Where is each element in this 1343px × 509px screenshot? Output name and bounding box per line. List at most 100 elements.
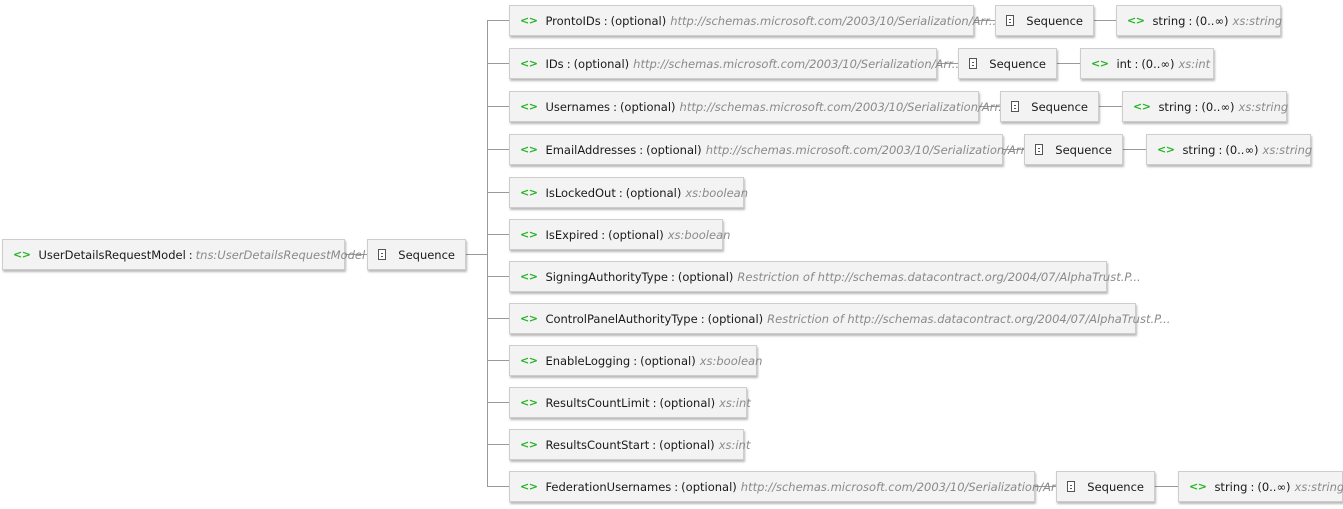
item-name: string [1152,13,1186,28]
child-element-node[interactable]: <>ControlPanelAuthorityType:(optional)Re… [509,303,1170,334]
element-type: xs:int [719,395,751,410]
separator: : [601,227,606,242]
child-element-node[interactable]: <>IDs:(optional)http://schemas.microsoft… [509,48,963,79]
item-type: xs:int [1178,56,1211,71]
item-multiplicity: (0..∞) [1201,99,1235,114]
element-icon: <> [1133,100,1151,113]
connector-line [487,276,509,277]
child-element-node[interactable]: <>SigningAuthorityType:(optional)Restric… [509,261,1141,292]
sequence-node[interactable]: Sequence [1000,91,1099,122]
separator: : [1134,56,1139,71]
separator: : [603,13,608,28]
connector-line [345,254,367,255]
optional-flag: (optional) [608,227,664,242]
element-icon: <> [1127,14,1145,27]
element-type: Restriction of http://schemas.datacontra… [737,269,1141,284]
item-element-node[interactable]: <>string:(0..∞)xs:string [1122,91,1288,122]
element-icon: <> [520,312,538,325]
optional-flag: (optional) [619,99,676,114]
item-element-node[interactable]: <>string:(0..∞)xs:string [1178,471,1343,502]
element-icon: <> [1157,143,1175,156]
element-type: http://schemas.microsoft.com/2003/10/Ser… [633,56,963,71]
connector-bus-line [487,20,488,486]
element-type: http://schemas.microsoft.com/2003/10/Ser… [740,479,1071,494]
separator: : [633,353,638,368]
element-type: tns:UserDetailsRequestModel [195,247,366,262]
element-icon: <> [1189,480,1207,493]
sequence-node[interactable]: Sequence [1056,471,1155,502]
child-element-node[interactable]: <>FederationUsernames:(optional)http://s… [509,471,1070,502]
optional-flag: (optional) [677,269,734,284]
connector-line [937,63,958,64]
connector-line [1035,486,1056,487]
element-icon: <> [1091,57,1109,70]
item-element-node[interactable]: <>string:(0..∞)xs:string [1146,134,1313,165]
element-icon: <> [520,270,538,283]
child-element-node[interactable]: <>IsLockedOut:(optional)xs:boolean [509,177,748,208]
connector-line [466,254,487,255]
child-element-node[interactable]: <>ProntoIDs:(optional)http://schemas.mic… [509,5,1000,36]
item-element-node[interactable]: <>int:(0..∞)xs:int [1080,48,1214,79]
element-type: Restriction of http://schemas.datacontra… [767,311,1171,326]
item-type: xs:string [1262,142,1313,157]
item-name: string [1214,479,1248,494]
connector-line [487,20,509,21]
separator: : [618,185,623,200]
item-name: string [1182,142,1216,157]
child-element-node[interactable]: <>Usernames:(optional)http://schemas.mic… [509,91,1009,122]
element-icon: <> [520,100,538,113]
child-element-node[interactable]: <>ResultsCountLimit:(optional)xs:int [509,387,751,418]
child-element-node[interactable]: <>EnableLogging:(optional)xs:boolean [509,345,762,376]
connector-line [1099,106,1122,107]
connector-line [487,486,509,487]
separator: : [613,99,617,114]
sequence-icon [969,58,978,69]
element-name: UserDetailsRequestModel [38,247,186,262]
root-element-node[interactable]: <> UserDetailsRequestModel : tns:UserDet… [2,239,365,270]
element-type: http://schemas.microsoft.com/2003/10/Ser… [705,142,1036,157]
connector-line [487,318,509,319]
sequence-label: Sequence [1055,142,1112,157]
connector-line [487,106,509,107]
element-icon: <> [520,438,538,451]
item-type: xs:string [1232,13,1283,28]
separator: : [1218,142,1223,157]
sequence-node[interactable]: Sequence [995,5,1094,36]
sequence-icon [378,249,387,260]
sequence-label: Sequence [398,247,455,262]
child-element-node[interactable]: <>EmailAddresses:(optional)http://schema… [509,134,1035,165]
item-multiplicity: (0..∞) [1141,56,1175,71]
separator: : [674,479,679,494]
element-name: EnableLogging [545,353,631,368]
connector-line [1003,149,1024,150]
separator: : [566,56,571,71]
connector-line [487,192,509,193]
optional-flag: (optional) [625,185,682,200]
separator: : [1250,479,1255,494]
child-element-node[interactable]: <>IsExpired:(optional)xs:boolean [509,219,730,250]
element-name: IsLockedOut [545,185,616,200]
element-type: xs:int [718,437,751,452]
element-name: ControlPanelAuthorityType [545,311,698,326]
separator: : [1188,13,1193,28]
element-icon: <> [520,57,538,70]
root-sequence-node[interactable]: Sequence [367,239,466,270]
child-element-node[interactable]: <>ResultsCountStart:(optional)xs:int [509,429,750,460]
sequence-node[interactable]: Sequence [958,48,1057,79]
sequence-node[interactable]: Sequence [1024,134,1123,165]
separator: : [652,437,657,452]
item-multiplicity: (0..∞) [1257,479,1291,494]
sequence-label: Sequence [1031,99,1088,114]
element-icon: <> [520,143,538,156]
element-name: IsExpired [545,227,599,242]
item-element-node[interactable]: <>string:(0..∞)xs:string [1116,5,1283,36]
element-name: EmailAddresses [545,142,637,157]
sequence-icon [1035,144,1044,155]
element-name: ResultsCountStart [545,437,650,452]
connector-line [1094,20,1116,21]
element-name: FederationUsernames [545,479,672,494]
sequence-label: Sequence [1087,479,1144,494]
separator: : [639,142,644,157]
optional-flag: (optional) [659,395,716,410]
element-icon: <> [520,480,538,493]
